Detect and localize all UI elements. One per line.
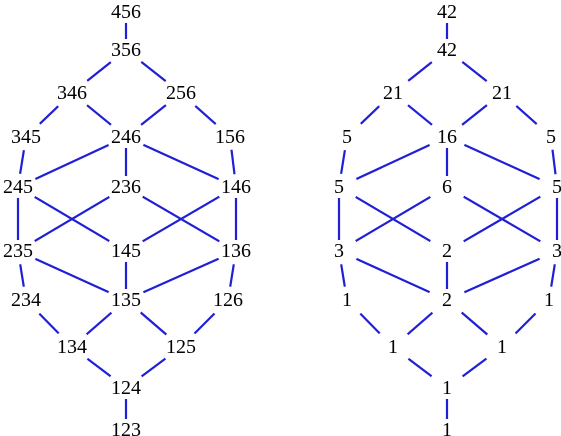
node-label-345: 5 — [342, 126, 352, 148]
edge-256-246 — [461, 104, 488, 126]
node-label-125: 1 — [497, 336, 507, 358]
edge-146-145 — [142, 195, 220, 243]
node-label-246: 16 — [437, 126, 457, 148]
node-label-235: 235 — [3, 240, 33, 262]
node-label-145: 2 — [442, 240, 452, 262]
edge-346-246 — [86, 104, 112, 126]
hasse-diagram-subsets: 456 356 346 256 345 246 156 245 236 146 235 145 136 2… — [3, 1, 251, 436]
edge-256-246 — [140, 104, 167, 126]
node-label-234: 1 — [342, 289, 352, 311]
node-label-256: 256 — [166, 82, 196, 104]
edge-346-345 — [360, 105, 380, 125]
node-label-256: 21 — [492, 82, 512, 104]
node-label-156: 5 — [546, 126, 556, 148]
node-label-236: 6 — [442, 176, 452, 198]
node-label-234: 234 — [11, 289, 41, 311]
node-label-456: 42 — [437, 1, 457, 23]
node-label-146: 5 — [552, 176, 561, 198]
edge-235-135 — [34, 257, 110, 294]
node-label-124: 124 — [111, 377, 141, 399]
edge-126-125 — [193, 312, 216, 335]
edge-246-146 — [463, 143, 541, 181]
edge-134-124 — [86, 357, 112, 378]
node-label-246: 246 — [111, 126, 141, 148]
node-label-235: 3 — [334, 240, 344, 262]
edge-136-135 — [142, 257, 220, 294]
node-label-126: 126 — [213, 289, 243, 311]
edge-235-234 — [340, 264, 346, 287]
edge-126-125 — [514, 312, 537, 335]
edge-356-256 — [140, 61, 167, 82]
node-label-156: 156 — [215, 126, 245, 148]
node-label-134: 134 — [57, 336, 87, 358]
edge-256-156 — [515, 105, 538, 125]
edge-236-235 — [355, 195, 431, 243]
edge-346-246 — [407, 104, 433, 126]
node-label-356: 42 — [437, 39, 457, 61]
edge-135-134 — [406, 311, 434, 336]
edge-256-156 — [194, 105, 217, 125]
node-label-236: 236 — [111, 176, 141, 198]
edge-125-124 — [140, 357, 167, 378]
edge-135-125 — [460, 311, 489, 336]
edge-345-245 — [340, 150, 346, 174]
edge-246-245 — [355, 144, 431, 180]
node-label-145: 145 — [111, 240, 141, 262]
edge-group — [337, 23, 559, 419]
edge-156-146 — [551, 149, 557, 175]
edge-group — [16, 23, 238, 419]
node-label-346: 346 — [57, 82, 87, 104]
node-label-456: 456 — [111, 1, 141, 23]
edge-125-124 — [461, 357, 488, 378]
edge-235-234 — [19, 264, 25, 287]
edge-345-245 — [19, 150, 25, 174]
node-label-356: 356 — [111, 39, 141, 61]
node-label-346: 21 — [383, 82, 403, 104]
edge-134-124 — [407, 357, 433, 378]
node-label-146: 146 — [221, 176, 251, 198]
node-label-135: 135 — [111, 289, 141, 311]
edge-235-135 — [355, 257, 431, 294]
edge-234-134 — [359, 312, 381, 335]
edge-146-145 — [463, 195, 541, 243]
node-label-135: 2 — [442, 289, 452, 311]
edge-236-235 — [34, 195, 110, 243]
edge-246-245 — [34, 144, 110, 180]
node-label-123: 123 — [111, 419, 141, 436]
edge-136-126 — [550, 264, 556, 287]
edge-135-134 — [85, 311, 113, 336]
edge-234-134 — [38, 312, 60, 335]
node-label-136: 136 — [221, 240, 251, 262]
node-label-245: 5 — [334, 176, 344, 198]
node-label-123: 1 — [442, 419, 452, 436]
edge-356-256 — [461, 61, 488, 82]
node-label-245: 245 — [3, 176, 33, 198]
edge-246-146 — [142, 143, 220, 181]
edge-136-135 — [463, 257, 541, 294]
node-label-134: 1 — [388, 336, 398, 358]
edge-136-126 — [229, 264, 235, 287]
edge-346-345 — [39, 105, 59, 125]
node-label-125: 125 — [166, 336, 196, 358]
node-label-124: 1 — [442, 377, 452, 399]
edge-356-346 — [86, 61, 112, 82]
node-label-126: 1 — [544, 289, 554, 311]
node-label-136: 3 — [552, 240, 561, 262]
edge-156-146 — [230, 149, 236, 175]
edge-135-125 — [139, 311, 168, 336]
node-label-345: 345 — [11, 126, 41, 148]
edge-356-346 — [407, 61, 433, 82]
label-group: 456 356 346 256 345 246 156 245 236 146 235 145 136 2… — [3, 1, 251, 436]
